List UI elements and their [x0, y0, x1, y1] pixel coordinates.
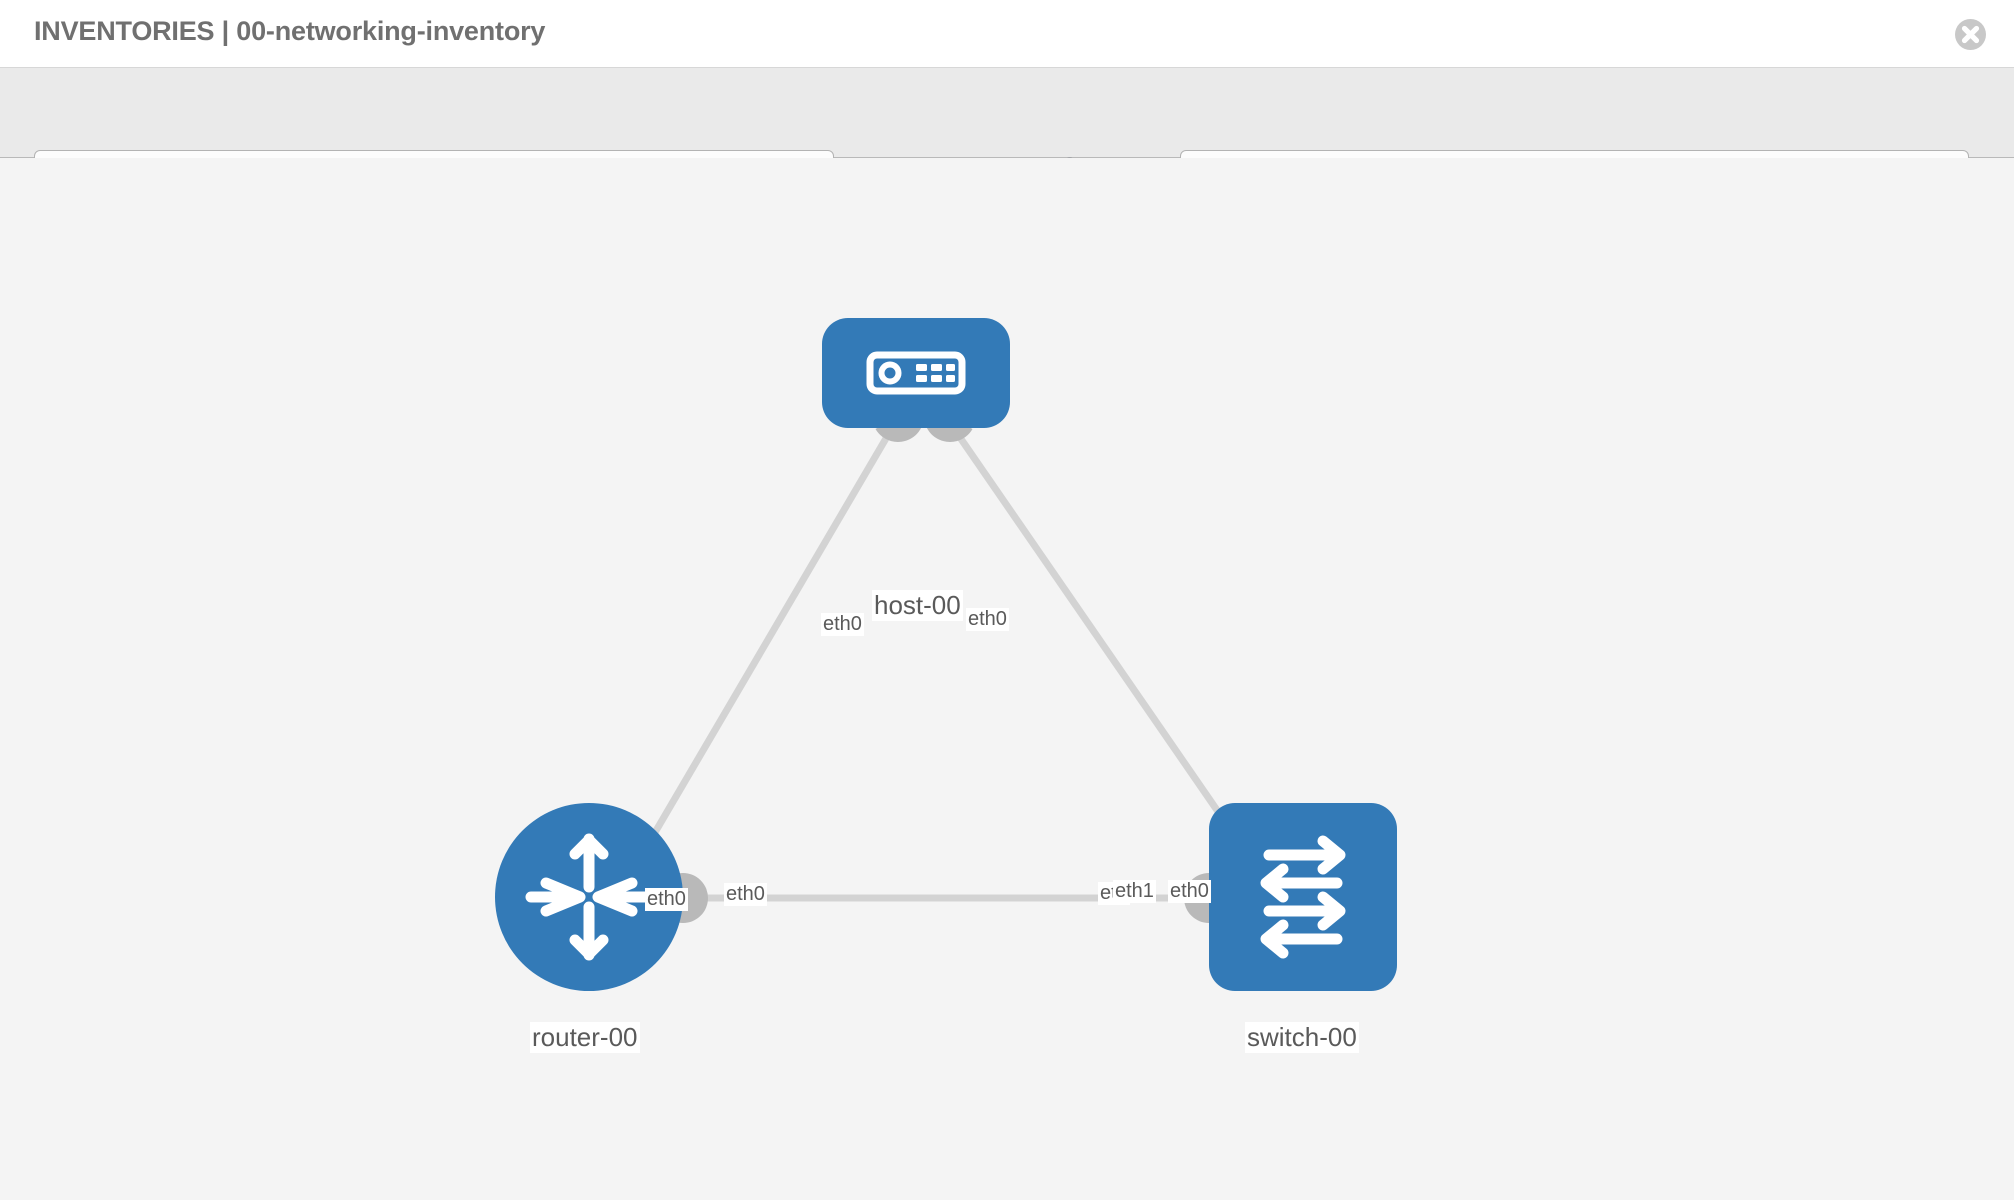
link-host-switch: [947, 421, 1253, 860]
connector-stubs: [658, 402, 1266, 923]
page-title: INVENTORIES | 00-networking-inventory: [34, 16, 546, 46]
toolbar: ACTIONS SEARC: [0, 68, 2014, 201]
link-host-router: [636, 421, 899, 860]
switch-arrows-icon: [1260, 835, 1346, 959]
node-router-00[interactable]: [495, 803, 683, 991]
topology-links: [636, 402, 1266, 923]
router-arrows-icon: [525, 833, 653, 961]
topology-canvas[interactable]: host-00 router-00 switch-00 eth0 eth0 et…: [0, 158, 2014, 1200]
node-switch-00[interactable]: [1209, 803, 1397, 991]
page-header: INVENTORIES | 00-networking-inventory: [0, 0, 2014, 68]
node-label-host-00: host-00: [872, 590, 963, 621]
iface-label-router-upper: eth0: [645, 888, 688, 911]
iface-label-switch-upper: eth0: [1168, 880, 1211, 903]
close-icon: [1961, 25, 1980, 44]
node-host-00[interactable]: [822, 318, 1010, 428]
close-button[interactable]: [1955, 19, 1986, 50]
iface-label-switch-left: eth1: [1113, 880, 1156, 903]
node-label-switch-00: switch-00: [1245, 1022, 1359, 1053]
node-label-router-00: router-00: [530, 1022, 640, 1053]
iface-label-host-left: eth0: [821, 613, 864, 636]
iface-label-host-right: eth0: [966, 608, 1009, 631]
server-icon: [866, 351, 966, 395]
iface-label-router-right: eth0: [724, 883, 767, 906]
